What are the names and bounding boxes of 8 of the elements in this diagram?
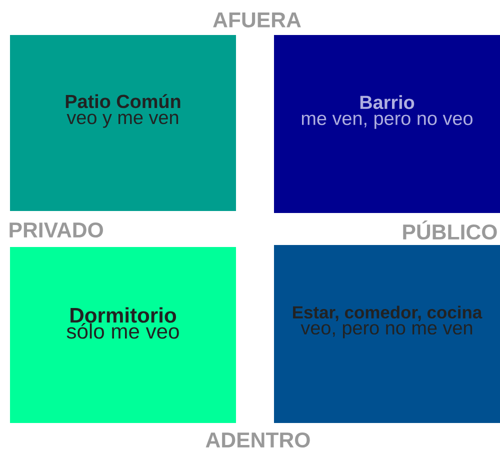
quadrant-box: Patio Común veo y me ven	[10, 35, 236, 211]
axis-label: PRIVADO	[10, 222, 103, 238]
quadrant-box: Estar, comedor, cocina veo, pero no me ven	[274, 245, 500, 423]
quadrant-box: Dormitorio sólo me veo	[10, 247, 236, 423]
axis-label: ADENTRO	[206, 432, 310, 448]
axis-label: AFUERA	[213, 12, 301, 28]
quadrant-box: Barrio me ven, pero no veo	[274, 35, 500, 213]
axis-label: PÚBLICO	[403, 220, 497, 240]
